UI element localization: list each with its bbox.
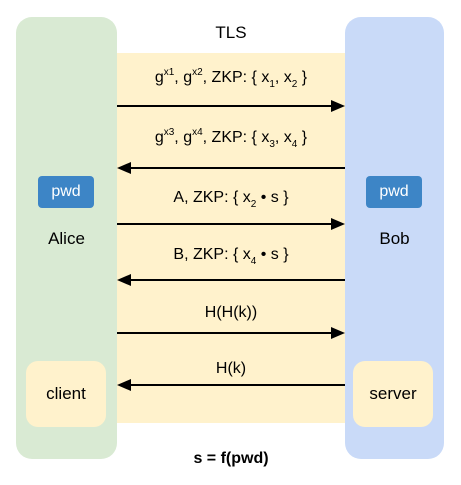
message-text: g xyxy=(154,69,164,86)
arrow-head xyxy=(117,162,131,174)
alice-pwd-badge: pwd xyxy=(38,176,94,208)
message-text: , ZKP: { x xyxy=(202,69,270,86)
exponent: x4 xyxy=(192,127,203,138)
subscript: 2 xyxy=(250,199,257,210)
message-label: A, ZKP: { x2 • s } xyxy=(117,188,345,210)
message-label: H(H(k)) xyxy=(117,303,345,323)
arrow-head xyxy=(117,379,131,391)
message-text: , g xyxy=(174,69,193,86)
arrow-head xyxy=(331,218,345,230)
message-text: H(k) xyxy=(215,360,247,377)
arrow-left xyxy=(117,274,345,286)
message-text: , x xyxy=(274,129,292,146)
subscript: 2 xyxy=(291,79,298,90)
exponent: x2 xyxy=(192,67,203,78)
message-label: gx3, gx4, ZKP: { x3, x4 } xyxy=(117,127,345,150)
message-text: H(H(k)) xyxy=(204,304,258,321)
subscript: 4 xyxy=(291,139,298,150)
message-label: B, ZKP: { x4 • s } xyxy=(117,245,345,267)
message-text: • s } xyxy=(256,189,289,206)
tls-channel xyxy=(117,53,345,423)
arrow-head xyxy=(331,327,345,339)
bob-label: Bob xyxy=(379,229,410,248)
bob-pwd-badge: pwd xyxy=(366,176,422,208)
message-text: A, ZKP: { x xyxy=(173,189,251,206)
arrow-head xyxy=(117,274,131,286)
exponent: x1 xyxy=(163,67,175,78)
client-box: client xyxy=(26,361,106,427)
message-text: g xyxy=(154,129,164,146)
arrow-head xyxy=(331,100,345,112)
message-text: } xyxy=(297,129,308,146)
subscript: 3 xyxy=(269,139,275,150)
arrow-left xyxy=(117,162,345,174)
arrow-left xyxy=(117,379,345,391)
message-text: • s } xyxy=(256,246,289,263)
arrow-right xyxy=(117,327,345,339)
key-derivation-formula: s = f(pwd) xyxy=(193,450,269,467)
server-box: server xyxy=(353,361,433,427)
message-text: , g xyxy=(174,129,193,146)
arrow-right xyxy=(117,218,345,230)
message-text: } xyxy=(297,69,308,86)
message-text: , x xyxy=(274,69,292,86)
message-text: B, ZKP: { x xyxy=(173,246,251,263)
arrow-right xyxy=(117,100,345,112)
message-label: gx1, gx2, ZKP: { x1, x2 } xyxy=(117,67,345,90)
exponent: x3 xyxy=(163,127,175,138)
message-text: , ZKP: { x xyxy=(202,129,270,146)
alice-label: Alice xyxy=(48,229,85,248)
subscript: 1 xyxy=(269,79,275,90)
diagram-title: TLS xyxy=(215,23,247,42)
message-label: H(k) xyxy=(117,359,345,379)
subscript: 4 xyxy=(250,256,257,267)
